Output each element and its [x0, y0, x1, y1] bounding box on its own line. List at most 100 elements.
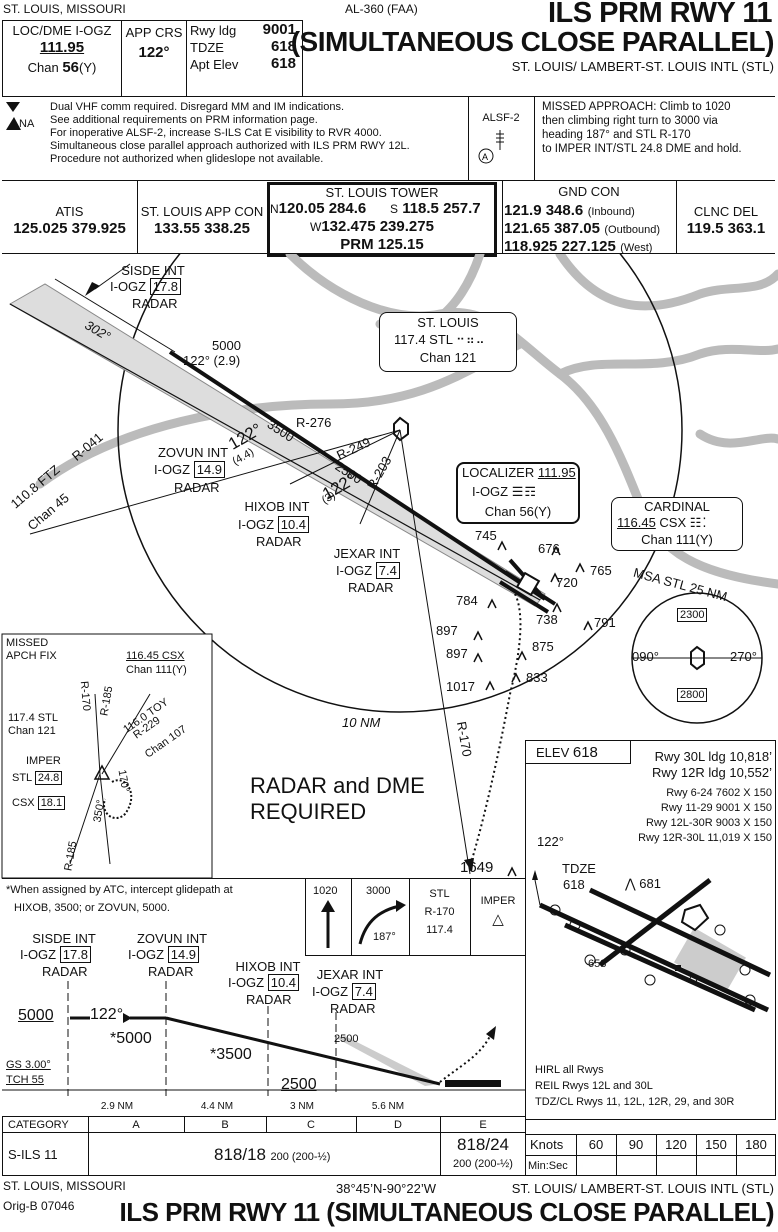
zovun-label: ZOVUN INT	[157, 445, 229, 460]
atis-label: ATIS	[55, 204, 84, 219]
ad-681: ⋀ 681	[625, 876, 661, 891]
pf-zovun-radar: RADAR	[148, 964, 194, 979]
pf-jexar: JEXAR INT	[316, 967, 384, 982]
tower-box	[267, 182, 497, 257]
missed-line2: then climbing right turn to 3000 via	[542, 115, 718, 127]
pf-d2: 4.4 NM	[200, 1101, 234, 1112]
pf-alt-5000: 5000	[18, 1007, 54, 1024]
missed-approach-path	[469, 593, 522, 867]
apt-elev-label: Apt Elev	[190, 57, 239, 72]
pf-sisde: SISDE INT	[32, 931, 96, 946]
pf-d4: 5.6 NM	[371, 1101, 405, 1112]
r276-radial	[29, 429, 401, 535]
loc-course-shading	[8, 283, 546, 607]
cat-a: A	[132, 1119, 140, 1131]
pf-alt-5000s: *5000	[110, 1030, 152, 1047]
ad-light3: TDZ/CL Rwys 11, 12L, 12R, 29, and 30R	[535, 1096, 735, 1108]
elev-1017: 1017	[446, 679, 475, 694]
profile-diagram	[2, 981, 526, 1096]
imper-label: IMPER	[26, 755, 61, 767]
msa-270: 270°	[730, 649, 757, 664]
alt-5000: 5000	[212, 338, 241, 353]
glideslope-line	[165, 1016, 441, 1086]
ad-rwy-12r: Rwy 12R ldg 10,552’	[652, 765, 772, 780]
na-label: NA	[19, 118, 35, 130]
pf-jexar-ident: I-OGZ 7.4	[312, 983, 376, 1000]
elev-897a: 897	[436, 623, 458, 638]
jexar-radar: RADAR	[348, 580, 394, 595]
pf-zovun-ident: I-OGZ 14.9	[128, 946, 200, 963]
ad-light2: REIL Rwys 12L and 30L	[535, 1080, 653, 1092]
knots-90: 90	[628, 1137, 644, 1152]
mins-e-ha: 200 (200-½)	[453, 1158, 513, 1170]
holding-pattern	[103, 779, 133, 819]
tower-s: S 118.5 257.7	[390, 200, 481, 217]
rwy-ldg-label: Rwy ldg	[190, 23, 237, 38]
tower-prm: PRM 125.15	[340, 236, 424, 253]
sisde-radar: RADAR	[132, 296, 178, 311]
plan-view	[1, 254, 778, 879]
rwy-6-24	[598, 878, 712, 967]
tdze: 618	[270, 38, 296, 55]
maf-title2: APCH FIX	[6, 650, 57, 662]
pf-alt-3500s: *3500	[210, 1046, 252, 1063]
msa-vor-icon	[690, 645, 705, 671]
ma-3000: 3000	[366, 885, 391, 897]
obstacle-icons	[473, 540, 593, 877]
ma-187: 187°	[373, 931, 396, 943]
mins-approach: S-ILS 11	[8, 1147, 58, 1162]
rwy-ldg: 9001	[262, 21, 296, 38]
knots-label: Knots	[530, 1137, 564, 1152]
ten-nm-label: 10 NM	[342, 715, 381, 730]
elev-765: 765	[590, 563, 612, 578]
title-line2: (SIMULTANEOUS CLOSE PARALLEL)	[290, 26, 775, 57]
ad-r4: Rwy 12R-30L 11,019 X 150	[638, 832, 772, 844]
cardinal-name: CARDINAL	[644, 499, 710, 514]
airport-runway-diagram	[532, 870, 772, 1013]
hixob-label: HIXOB INT	[244, 499, 310, 514]
ad-rwy-30l: Rwy 30L ldg 10,818’	[654, 749, 772, 764]
pf-alt-2500: 2500	[334, 1033, 359, 1045]
footer-coords: 38°45’N-90°22’W	[336, 1181, 437, 1196]
crs-122-29: 122° (2.9)	[183, 353, 241, 368]
ad-light1: HIRL all Rwys	[535, 1064, 604, 1076]
clnc-label: CLNC DEL	[693, 204, 759, 219]
ma-hold-icon: △	[492, 911, 504, 928]
pf-jexar-radar: RADAR	[330, 1001, 376, 1016]
notes-box	[2, 96, 775, 181]
pf-sisde-radar: RADAR	[42, 964, 88, 979]
elev-784: 784	[456, 593, 478, 608]
gnd-2: 121.65 387.05 (Outbound)	[504, 220, 661, 237]
localizer-box	[456, 462, 580, 524]
ad-tdze: 618	[563, 877, 585, 892]
ma-imper: IMPER	[480, 895, 516, 907]
missed-icons-box	[305, 878, 526, 956]
imper-csx: CSX 18.1	[12, 796, 66, 810]
airport-plan-icon	[498, 558, 557, 614]
pf-d1: 2.9 NM	[100, 1101, 134, 1112]
loc-ident: LOC/DME I-OGZ	[12, 23, 112, 38]
app-crs-label: APP CRS	[125, 25, 183, 40]
footer-amdt: Orig-B 07046	[3, 1199, 75, 1213]
final-course-line	[168, 350, 547, 601]
tower-w: W132.475 239.275	[310, 218, 434, 235]
sisde-label: SISDE INT	[121, 263, 185, 278]
app-con-freq: 133.55 338.25	[154, 220, 250, 237]
airport-name: ST. LOUIS/ LAMBERT-ST. LOUIS INTL (STL)	[511, 59, 774, 74]
maf-stl: 117.4 STL	[8, 712, 58, 724]
gnd-label: GND CON	[558, 184, 620, 199]
alsf-label: ALSF-2	[482, 112, 520, 124]
pf-alt-2500u: 2500	[281, 1076, 317, 1093]
pf-gs: GS 3.00°	[6, 1059, 51, 1071]
divider	[468, 96, 469, 181]
pf-d3: 3 NM	[290, 1101, 314, 1112]
sisde-ident: I-OGZ 17.8	[110, 278, 182, 295]
maf-r170: R-170	[77, 680, 93, 712]
missed-line3: heading 187° and STL R-170	[542, 129, 691, 141]
ad-r2: Rwy 11-29 9001 X 150	[660, 802, 772, 814]
title-line1: ILS PRM RWY 11	[548, 0, 773, 29]
loc-freq: 111.95	[39, 39, 85, 56]
notes-symbols	[6, 102, 21, 130]
knots-150: 150	[705, 1137, 727, 1152]
radar-dme-line1: RADAR and DME	[250, 773, 425, 798]
